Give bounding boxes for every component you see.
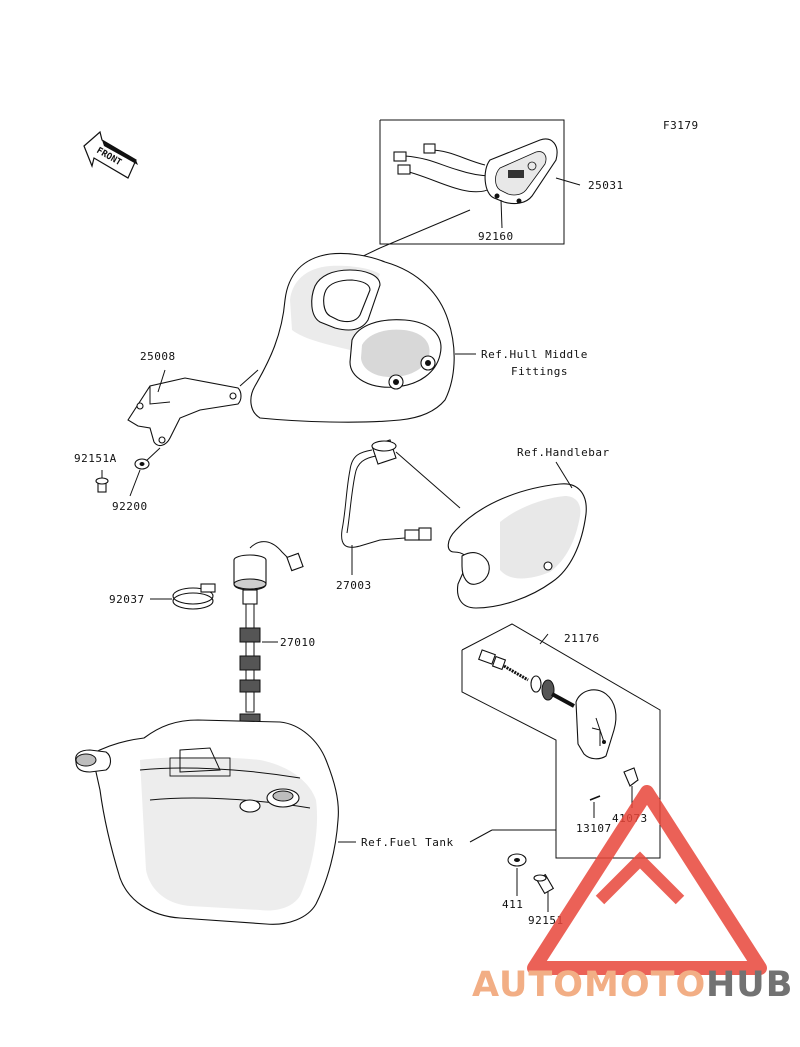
callout-25008: 25008	[140, 350, 176, 363]
fuel-tank-ref: Ref.Fuel Tank	[361, 836, 454, 849]
bolt-92151A	[95, 470, 109, 493]
fuel-tank	[75, 719, 493, 925]
hull-ref-line2: Fittings	[511, 365, 568, 378]
front-arrow-icon: FRONT	[83, 130, 138, 179]
callout-13107: 13107	[576, 822, 612, 835]
washer-411	[507, 853, 527, 896]
hull-ref-line1: Ref.Hull Middle	[481, 348, 588, 361]
washer-92200	[129, 458, 150, 497]
callout-27003: 27003	[336, 579, 372, 592]
callout-411: 411	[502, 898, 523, 911]
callout-92151A: 92151A	[74, 452, 117, 465]
switch-27003	[341, 439, 461, 575]
figure-code: F3179	[663, 119, 699, 132]
meter-assembly	[337, 119, 581, 269]
handlebar-cover	[447, 461, 587, 609]
callout-21176: 21176	[564, 632, 600, 645]
bolt-92151	[533, 873, 555, 912]
watermark-text-part2: HUB	[706, 965, 793, 1005]
watermark-text-part1: AUTOMOTO	[472, 965, 706, 1005]
handlebar-ref: Ref.Handlebar	[517, 446, 610, 459]
callout-92037: 92037	[109, 593, 145, 606]
clamp-92037	[150, 583, 216, 610]
bracket-25008	[127, 369, 259, 463]
callout-25031: 25031	[588, 179, 624, 192]
hull-cover	[250, 252, 476, 423]
fuel-sender-27010	[233, 541, 304, 800]
callout-92160: 92160	[478, 230, 514, 243]
callout-27010: 27010	[280, 636, 316, 649]
callout-92200: 92200	[112, 500, 148, 513]
watermark-logo: AUTOMOTO HUB	[472, 785, 793, 1005]
